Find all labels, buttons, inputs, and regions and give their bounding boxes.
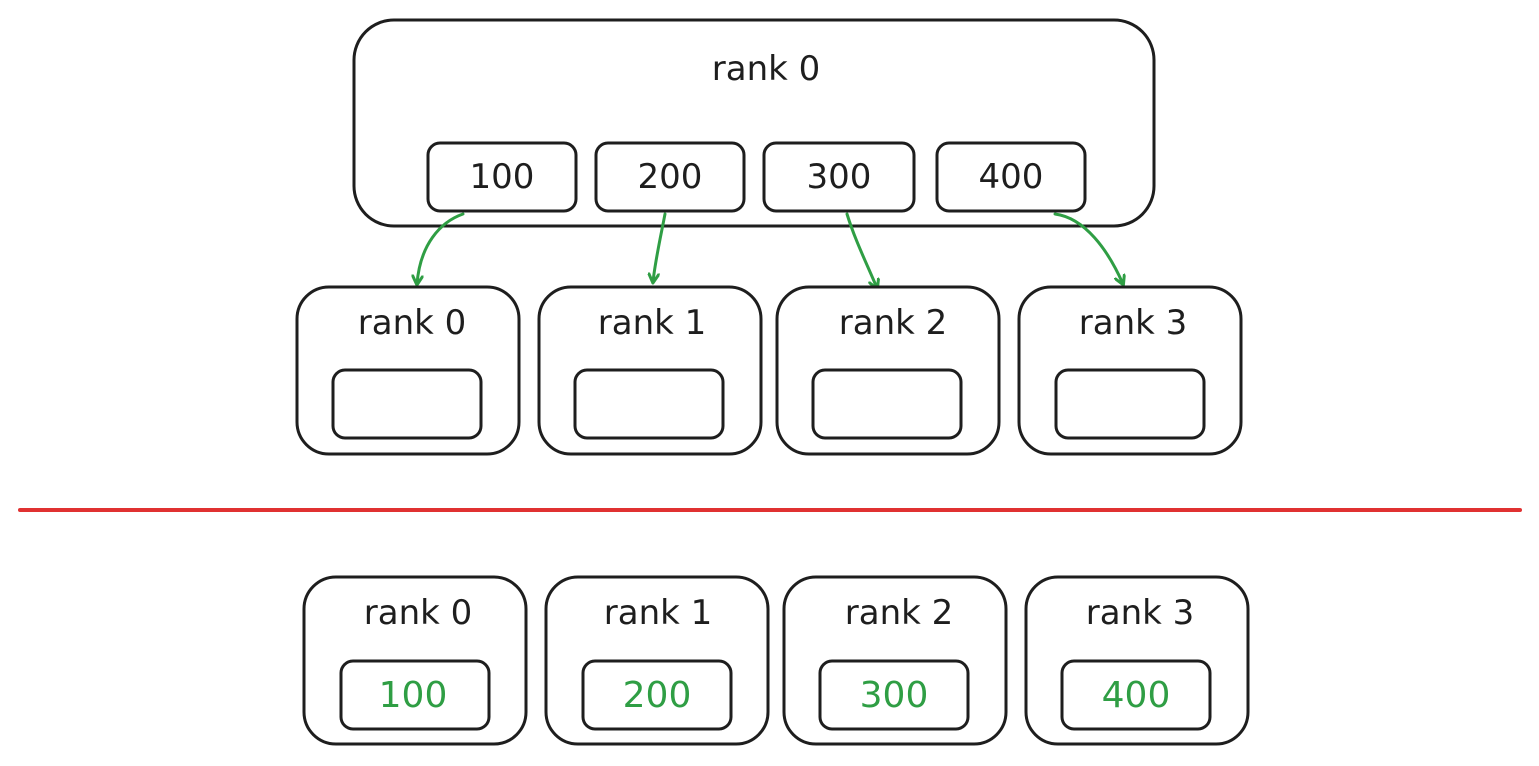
source-rank-label: rank 0 bbox=[712, 49, 821, 89]
after-value-text: 300 bbox=[860, 675, 929, 716]
before-rank-2: rank 2 bbox=[775, 285, 1001, 456]
before-rank-label: rank 2 bbox=[839, 303, 948, 343]
source-value-text: 200 bbox=[638, 157, 703, 197]
before-rank-label: rank 3 bbox=[1079, 303, 1188, 343]
after-rank-3: rank 3 400 bbox=[1024, 575, 1250, 746]
before-rank-3: rank 3 bbox=[1017, 285, 1243, 456]
before-empty-slot bbox=[1054, 368, 1206, 440]
source-value-box bbox=[426, 141, 578, 213]
after-value-box bbox=[339, 659, 491, 731]
before-empty-slot bbox=[811, 368, 963, 440]
after-rank-label: rank 0 bbox=[364, 593, 473, 633]
before-empty-slot bbox=[331, 368, 483, 440]
after-value-text: 400 bbox=[1102, 675, 1171, 716]
after-rank-2: rank 2 300 bbox=[782, 575, 1008, 746]
before-rank-label: rank 0 bbox=[358, 303, 467, 343]
after-value-box bbox=[1060, 659, 1212, 731]
source-value-cell-2: 300 bbox=[762, 141, 916, 213]
scatter-arrow-3 bbox=[1053, 212, 1123, 284]
source-value-box bbox=[935, 141, 1087, 213]
source-value-box bbox=[762, 141, 916, 213]
source-value-cell-1: 200 bbox=[594, 141, 746, 213]
after-value-box bbox=[818, 659, 970, 731]
after-value-text: 200 bbox=[623, 675, 692, 716]
after-rank-label: rank 3 bbox=[1086, 593, 1195, 633]
before-empty-slot bbox=[573, 368, 725, 440]
scatter-arrow-2 bbox=[845, 212, 877, 288]
source-value-text: 100 bbox=[470, 157, 535, 197]
after-rank-1: rank 1 200 bbox=[544, 575, 770, 746]
source-value-text: 400 bbox=[979, 157, 1044, 197]
source-value-cell-0: 100 bbox=[426, 141, 578, 213]
after-rank-label: rank 2 bbox=[845, 593, 954, 633]
scatter-arrow-1 bbox=[653, 212, 667, 282]
before-rank-1: rank 1 bbox=[537, 285, 763, 456]
after-rank-0: rank 0 100 bbox=[302, 575, 528, 746]
after-value-box bbox=[581, 659, 733, 731]
scatter-arrow-0 bbox=[417, 212, 465, 284]
source-value-cell-3: 400 bbox=[935, 141, 1087, 213]
before-rank-label: rank 1 bbox=[598, 303, 707, 343]
source-value-box bbox=[594, 141, 746, 213]
source-value-text: 300 bbox=[807, 157, 872, 197]
source-rank-box: rank 0 100 200 300 400 bbox=[352, 18, 1156, 228]
before-rank-0: rank 0 bbox=[295, 285, 521, 456]
after-rank-label: rank 1 bbox=[604, 593, 713, 633]
after-value-text: 100 bbox=[379, 675, 448, 716]
